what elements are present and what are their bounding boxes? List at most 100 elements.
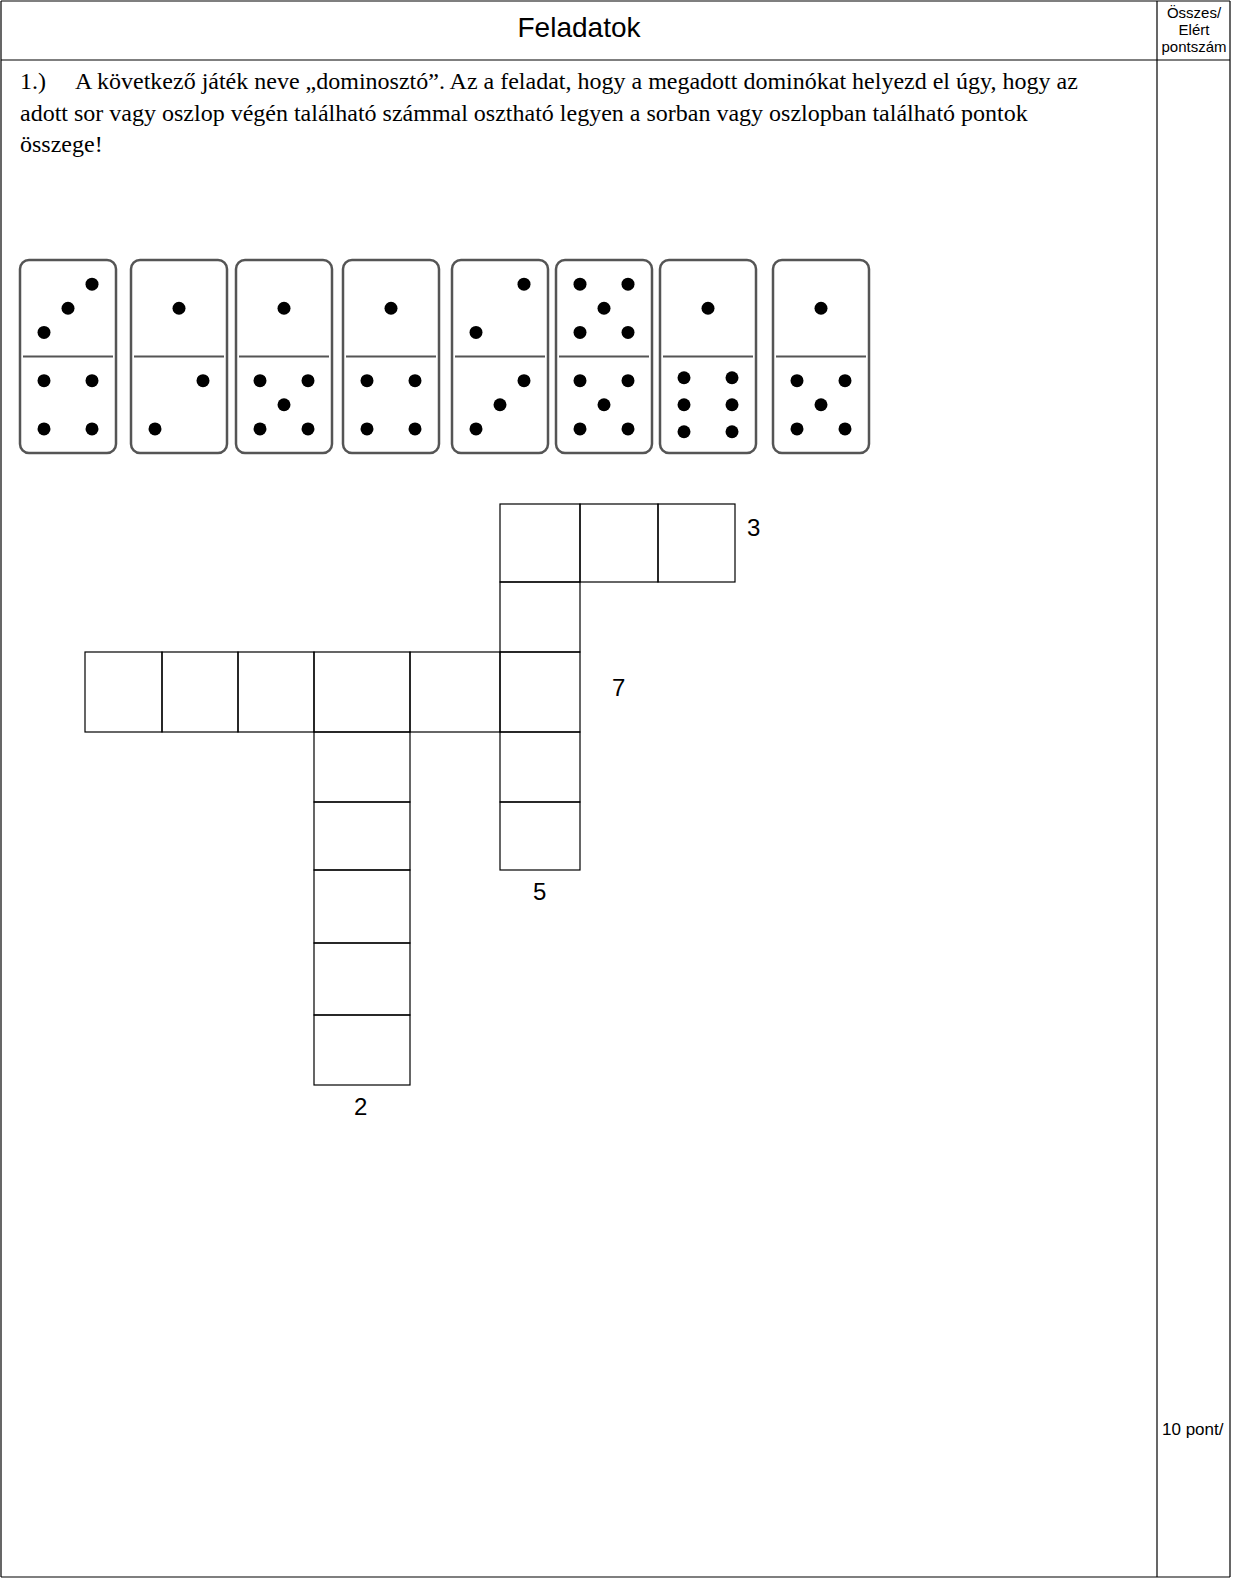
domino-pip [385,302,398,315]
domino-divider [776,356,866,358]
domino-divider [134,356,224,358]
divisor-number: 5 [533,878,546,906]
table-line [1156,1,1157,1577]
domino-pip [409,374,422,387]
puzzle-grid [85,504,735,1085]
domino-pip [254,374,267,387]
domino-pip [38,422,51,435]
domino [20,260,116,453]
domino-set [20,260,869,453]
domino-pip [86,278,99,291]
domino-pip [726,398,739,411]
domino-pip [622,422,635,435]
domino-pip [278,302,291,315]
domino [773,260,869,453]
domino-pip [254,422,267,435]
domino-pip [86,374,99,387]
domino-pip [86,422,99,435]
domino-divider [23,356,113,358]
grid-cell [500,504,580,582]
domino-pip [622,374,635,387]
domino [236,260,332,453]
domino-pip [839,422,852,435]
grid-cell [85,652,162,732]
domino [556,260,652,453]
score-total: 10 pont/ [1162,1420,1223,1440]
domino-pip [518,374,531,387]
domino-pip [278,398,291,411]
table-line [1,1576,1230,1577]
domino-outline [343,260,439,453]
domino-pip [361,422,374,435]
domino-pip [815,398,828,411]
domino-pip [62,302,75,315]
domino-pip [622,278,635,291]
grid-cell [500,802,580,870]
domino-pip [149,422,162,435]
domino-pip [302,374,315,387]
grid-cell [314,870,410,943]
domino-pip [726,425,739,438]
table-line [1,59,1230,60]
grid-cell [580,504,658,582]
divisor-number: 7 [612,674,625,702]
domino-divider [346,356,436,358]
domino-divider [455,356,545,358]
domino-pip [574,422,587,435]
domino-pip [38,326,51,339]
domino-outline [773,260,869,453]
domino [660,260,756,453]
domino-pip [839,374,852,387]
grid-cell [500,652,580,732]
domino-pip [791,374,804,387]
grid-cell [314,732,410,802]
grid-cell [238,652,314,732]
domino-pip [361,374,374,387]
domino-pip [678,371,691,384]
domino-pip [815,302,828,315]
table-line [1,0,1230,1]
task-number: 1.) [20,66,46,98]
domino-outline [660,260,756,453]
domino-divider [559,356,649,358]
domino-pip [494,398,507,411]
grid-cell [500,732,580,802]
domino [131,260,227,453]
domino-pip [518,278,531,291]
domino-pip [726,371,739,384]
grid-cell [314,652,410,732]
domino-pip [702,302,715,315]
domino-pip [678,425,691,438]
domino-outline [20,260,116,453]
domino-pip [409,422,422,435]
domino-pip [173,302,186,315]
divisor-number: 2 [354,1093,367,1121]
domino-pip [574,278,587,291]
domino-pip [791,422,804,435]
domino-outline [131,260,227,453]
domino-pip [574,374,587,387]
grid-cell [314,802,410,870]
grid-cell [658,504,735,582]
table-header: Feladatok [1,12,1157,44]
domino [343,260,439,453]
domino-outline [452,260,548,453]
table-line [1229,1,1230,1577]
domino-pip [470,422,483,435]
task-text: A következő játék neve „dominosztó”. Az … [20,66,1080,161]
domino-outline [556,260,652,453]
domino-divider [239,356,329,358]
domino-divider [663,356,753,358]
domino-pip [470,326,483,339]
domino [452,260,548,453]
divisor-number: 3 [747,514,760,542]
grid-cell [500,582,580,652]
grid-cell [410,652,500,732]
grid-cell [314,1015,410,1085]
grid-cell [314,943,410,1015]
grid-cell [162,652,238,732]
table-line [0,1,1,1577]
domino-pip [598,302,611,315]
